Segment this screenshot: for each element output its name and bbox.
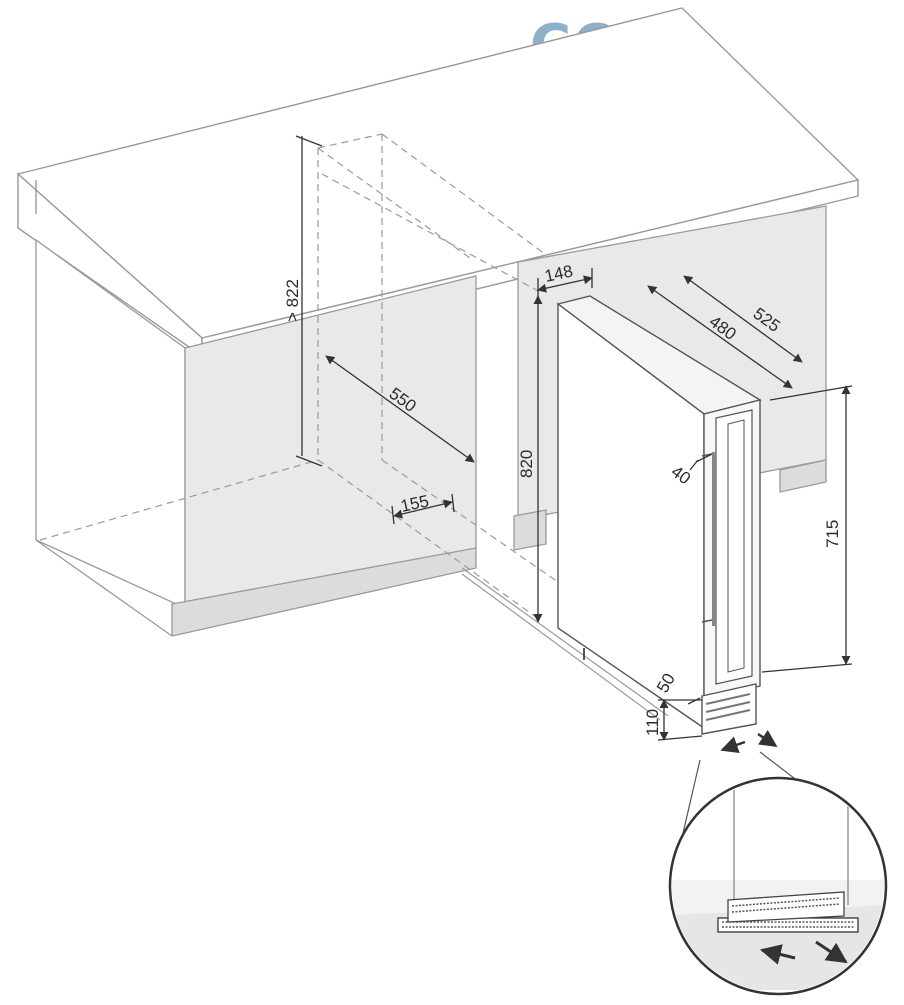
detail-magnifier bbox=[668, 776, 888, 996]
dimension-lines bbox=[295, 135, 853, 741]
wine-cooler bbox=[556, 295, 762, 735]
airflow-in-arrow bbox=[720, 736, 746, 754]
detail-airflow-out-arrow bbox=[815, 940, 848, 964]
airflow-small bbox=[720, 729, 778, 754]
airflow-out-arrow bbox=[757, 729, 778, 748]
dim-niche-height: 820 bbox=[517, 450, 536, 478]
dim-min-height: > 822 bbox=[283, 279, 302, 322]
detail-airflow-in-arrow bbox=[759, 944, 796, 965]
floor-line bbox=[461, 567, 669, 717]
dim-plinth-height: 110 bbox=[643, 709, 662, 736]
floor-line-2 bbox=[461, 573, 661, 721]
door-handle bbox=[712, 452, 716, 626]
dim-appliance-height: 715 bbox=[823, 520, 842, 548]
